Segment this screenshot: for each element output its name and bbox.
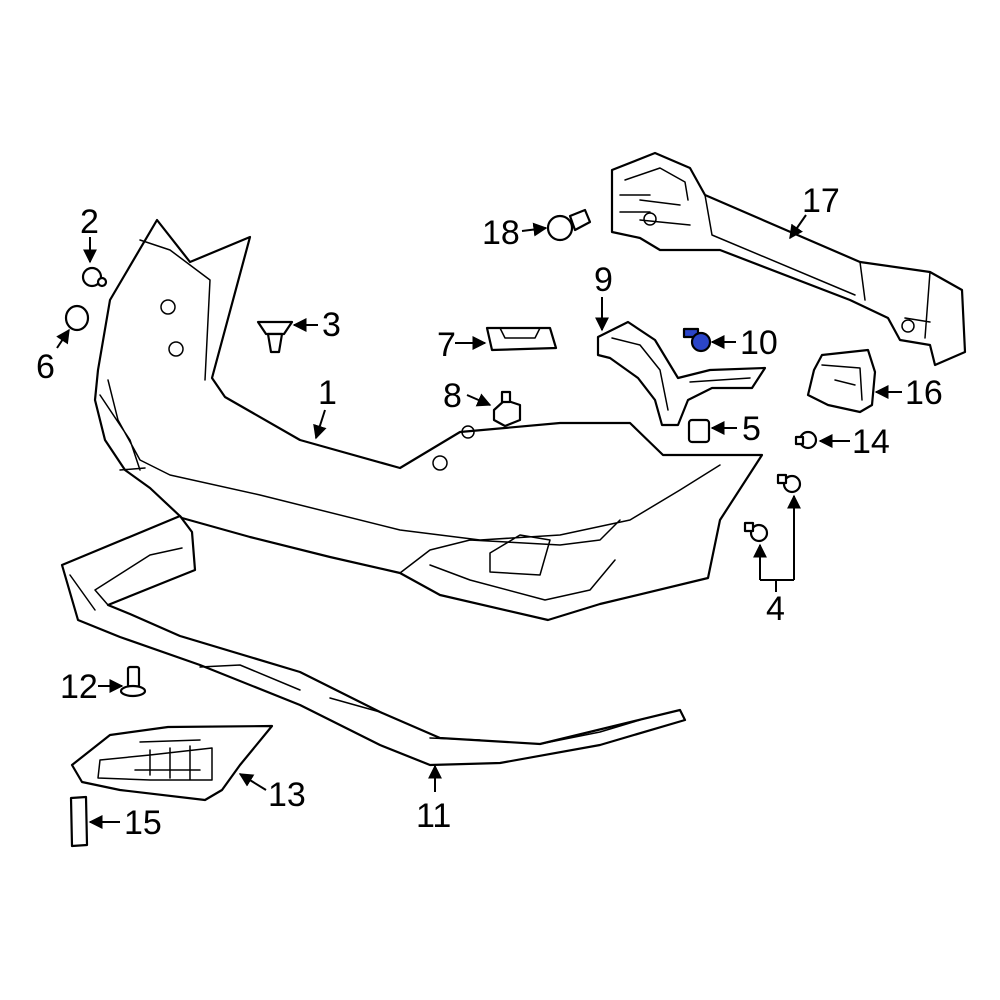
part-13-grille[interactable] xyxy=(70,724,274,802)
part-2-nut[interactable] xyxy=(81,266,108,288)
part-6-plug[interactable] xyxy=(64,304,90,332)
part-4-screw-upper[interactable] xyxy=(776,473,802,494)
part-4-screw-lower[interactable] xyxy=(743,521,769,543)
part-9-bracket[interactable] xyxy=(596,320,767,427)
part-10-bolt[interactable] xyxy=(682,327,712,353)
leader-lines xyxy=(56,214,902,829)
part-7-retainer[interactable] xyxy=(485,326,558,352)
part-16-side-bracket[interactable] xyxy=(806,348,877,414)
part-8-nut[interactable] xyxy=(492,390,522,428)
part-18-bolt[interactable] xyxy=(546,208,592,242)
callout-14: 14 xyxy=(852,423,890,461)
part-1-bumper-cover[interactable] xyxy=(93,218,764,622)
part-3-push-clip[interactable] xyxy=(256,320,294,354)
part-14-screw[interactable] xyxy=(794,430,818,450)
callout-15: 15 xyxy=(124,804,162,842)
callout-18: 18 xyxy=(482,214,520,252)
callout-17: 17 xyxy=(802,182,840,220)
callout-8: 8 xyxy=(443,377,462,415)
callout-12: 12 xyxy=(60,668,98,706)
callout-7: 7 xyxy=(437,326,456,364)
part-17-reinforcement-beam[interactable] xyxy=(610,151,967,367)
callout-13: 13 xyxy=(268,776,306,814)
callout-6: 6 xyxy=(36,348,55,386)
part-11-lower-valance[interactable] xyxy=(60,514,687,767)
callout-1: 1 xyxy=(318,374,337,412)
callout-10: 10 xyxy=(740,324,778,362)
callout-3: 3 xyxy=(322,306,341,344)
callout-16: 16 xyxy=(905,374,943,412)
part-15-reflector[interactable] xyxy=(69,795,89,848)
callout-9: 9 xyxy=(594,261,613,299)
callout-11: 11 xyxy=(416,797,451,835)
part-5-clip[interactable] xyxy=(687,418,711,444)
callout-4: 4 xyxy=(766,590,785,628)
callout-5: 5 xyxy=(742,410,761,448)
part-12-stud[interactable] xyxy=(119,665,147,698)
callout-2: 2 xyxy=(80,203,99,241)
